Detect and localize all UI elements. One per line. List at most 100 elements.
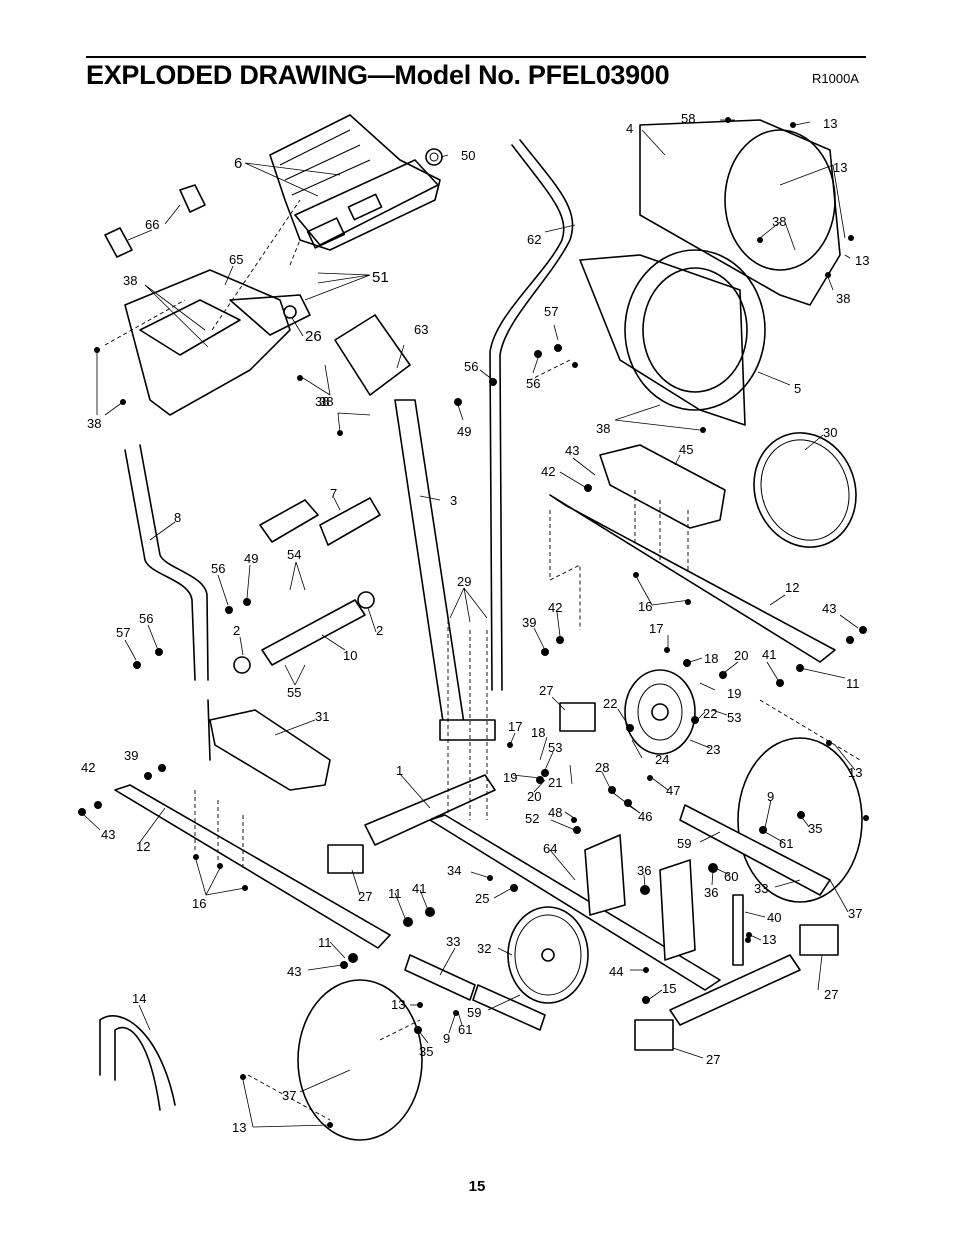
callout-29: 29	[457, 574, 471, 589]
callout-26: 26	[305, 328, 322, 345]
callout-13-b: 13	[833, 160, 847, 175]
callout-19-b: 19	[503, 770, 517, 785]
callout-15: 15	[662, 981, 676, 996]
callout-55: 55	[287, 685, 301, 700]
callout-39-a: 39	[522, 615, 536, 630]
callout-27-a: 27	[539, 683, 553, 698]
callout-34: 34	[447, 863, 461, 878]
callout-62: 62	[527, 232, 541, 247]
callout-18-a: 18	[704, 651, 718, 666]
callout-61-a: 61	[779, 836, 793, 851]
callout-65: 65	[229, 252, 243, 267]
callout-56-a: 56	[526, 376, 540, 391]
part-endcap-27-a	[559, 702, 596, 732]
callout-13-g: 13	[232, 1120, 246, 1135]
callout-11-b: 11	[388, 886, 402, 901]
callout-13-e: 13	[762, 932, 776, 947]
callout-20-a: 20	[734, 648, 748, 663]
callout-2-b: 2	[376, 623, 383, 638]
part-console	[269, 114, 441, 251]
callout-52: 52	[525, 811, 539, 826]
callout-16-a: 16	[638, 599, 652, 614]
callout-11-c: 11	[318, 935, 332, 950]
callout-17-b: 17	[508, 719, 522, 734]
part-pulley-23	[624, 669, 696, 755]
part-bracket-59	[404, 954, 476, 1001]
part-left-handle-8	[124, 449, 211, 761]
callout-13-c: 13	[855, 253, 869, 268]
part-flywheel-32	[507, 906, 589, 1004]
callout-46: 46	[638, 809, 652, 824]
callout-12-b: 12	[136, 839, 150, 854]
page-title: EXPLODED DRAWING—Model No. PFEL03900	[86, 60, 670, 90]
callout-59-b: 59	[467, 1005, 481, 1020]
callout-17-a: 17	[649, 621, 663, 636]
part-pedal-arm-left	[114, 784, 391, 949]
part-pedal-31	[209, 709, 331, 791]
callout-6: 6	[234, 155, 242, 172]
callout-19-a: 19	[727, 686, 741, 701]
callout-27-d: 27	[706, 1052, 720, 1067]
callout-13-d: 13	[848, 765, 862, 780]
callout-56-b: 56	[464, 359, 478, 374]
part-endcap-27-b	[327, 844, 364, 874]
callout-60: 60	[724, 869, 738, 884]
callout-24: 24	[655, 752, 669, 767]
part-pedal-45	[599, 444, 726, 529]
callout-3: 3	[450, 493, 457, 508]
part-guard-14	[99, 1015, 176, 1111]
part-knob-50	[425, 148, 443, 166]
callout-30: 30	[823, 425, 837, 440]
callout-47: 47	[666, 783, 680, 798]
callout-27-c: 27	[824, 987, 838, 1002]
callout-9-a: 9	[767, 789, 774, 804]
part-post-40	[732, 894, 744, 966]
callout-labels: 6 50 66 65 51 38 26 38 38 63 38 58 4 13 …	[81, 111, 869, 1135]
callout-5: 5	[794, 381, 801, 396]
callout-37-b: 37	[282, 1088, 296, 1103]
alignment-guides	[104, 199, 861, 1121]
callout-33-b: 33	[446, 934, 460, 949]
callout-32: 32	[477, 941, 491, 956]
callout-27-b: 27	[358, 889, 372, 904]
callout-66: 66	[145, 217, 159, 232]
part-base-frame-1	[364, 774, 801, 1026]
callout-53-b: 53	[548, 740, 562, 755]
callout-36-a: 36	[637, 863, 651, 878]
header-rule	[86, 56, 866, 58]
callout-49-a: 49	[457, 424, 471, 439]
callout-50: 50	[461, 148, 475, 163]
callout-42-a: 42	[541, 464, 555, 479]
callout-22-b: 22	[703, 706, 717, 721]
part-shroud-4	[639, 119, 841, 306]
callout-43-d: 43	[287, 964, 301, 979]
callout-23: 23	[706, 742, 720, 757]
callout-14: 14	[132, 991, 146, 1006]
callout-28: 28	[595, 760, 609, 775]
callout-38-d: 38	[315, 394, 329, 409]
callout-42-c: 42	[81, 760, 95, 775]
page-number: 15	[468, 1178, 486, 1195]
callout-43-a: 43	[565, 443, 579, 458]
callout-54: 54	[287, 547, 301, 562]
callout-38-e: 38	[772, 214, 786, 229]
callout-35-b: 35	[419, 1044, 433, 1059]
part-shroud-5	[579, 249, 766, 426]
callout-38-f: 38	[836, 291, 850, 306]
callout-42-b: 42	[548, 600, 562, 615]
callout-61-b: 61	[458, 1022, 472, 1037]
callout-20-b: 20	[527, 789, 541, 804]
callout-7: 7	[330, 486, 337, 501]
callout-35-a: 35	[808, 821, 822, 836]
callout-39-b: 39	[124, 748, 138, 763]
callout-45: 45	[679, 442, 693, 457]
callout-9-b: 9	[443, 1031, 450, 1046]
callout-31: 31	[315, 709, 329, 724]
callout-38-a: 38	[123, 273, 137, 288]
part-decals	[104, 184, 206, 258]
part-endcap-27-d	[634, 1019, 674, 1051]
part-disc-37-left	[297, 979, 423, 1141]
callout-18-b: 18	[531, 725, 545, 740]
callout-13-a: 13	[823, 116, 837, 131]
